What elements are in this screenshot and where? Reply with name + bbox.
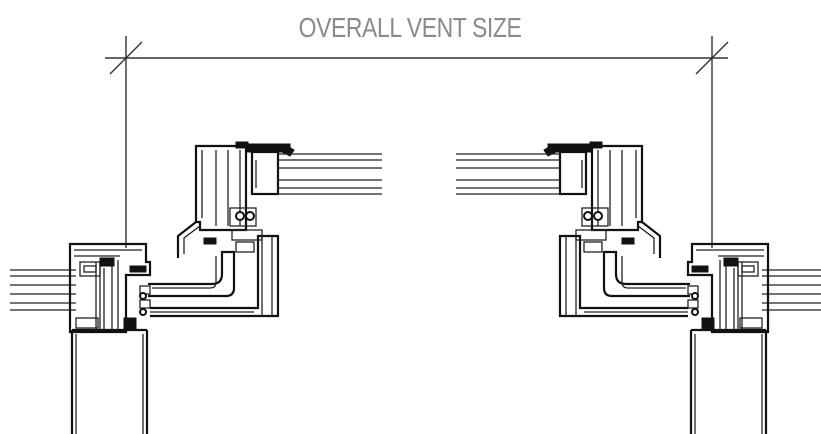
left-frame-assembly [10,141,382,434]
right-sash-profile [543,141,662,258]
right-outer-glazing [762,269,821,311]
right-frame-assembly [456,141,821,434]
overall-vent-size-label: OVERALL VENT SIZE [298,12,522,43]
left-upstand [70,328,149,434]
left-outer-frame-profile [68,242,152,334]
right-outer-frame-profile [686,242,770,334]
right-upstand [689,328,768,434]
dimension-line [105,36,729,248]
left-sash-profile [176,141,295,258]
right-sash-glazing [456,150,588,196]
left-sash-glazing [250,150,382,196]
right-connector-arm [558,234,690,318]
left-outer-glazing [10,269,76,311]
left-connector-arm [148,234,280,318]
